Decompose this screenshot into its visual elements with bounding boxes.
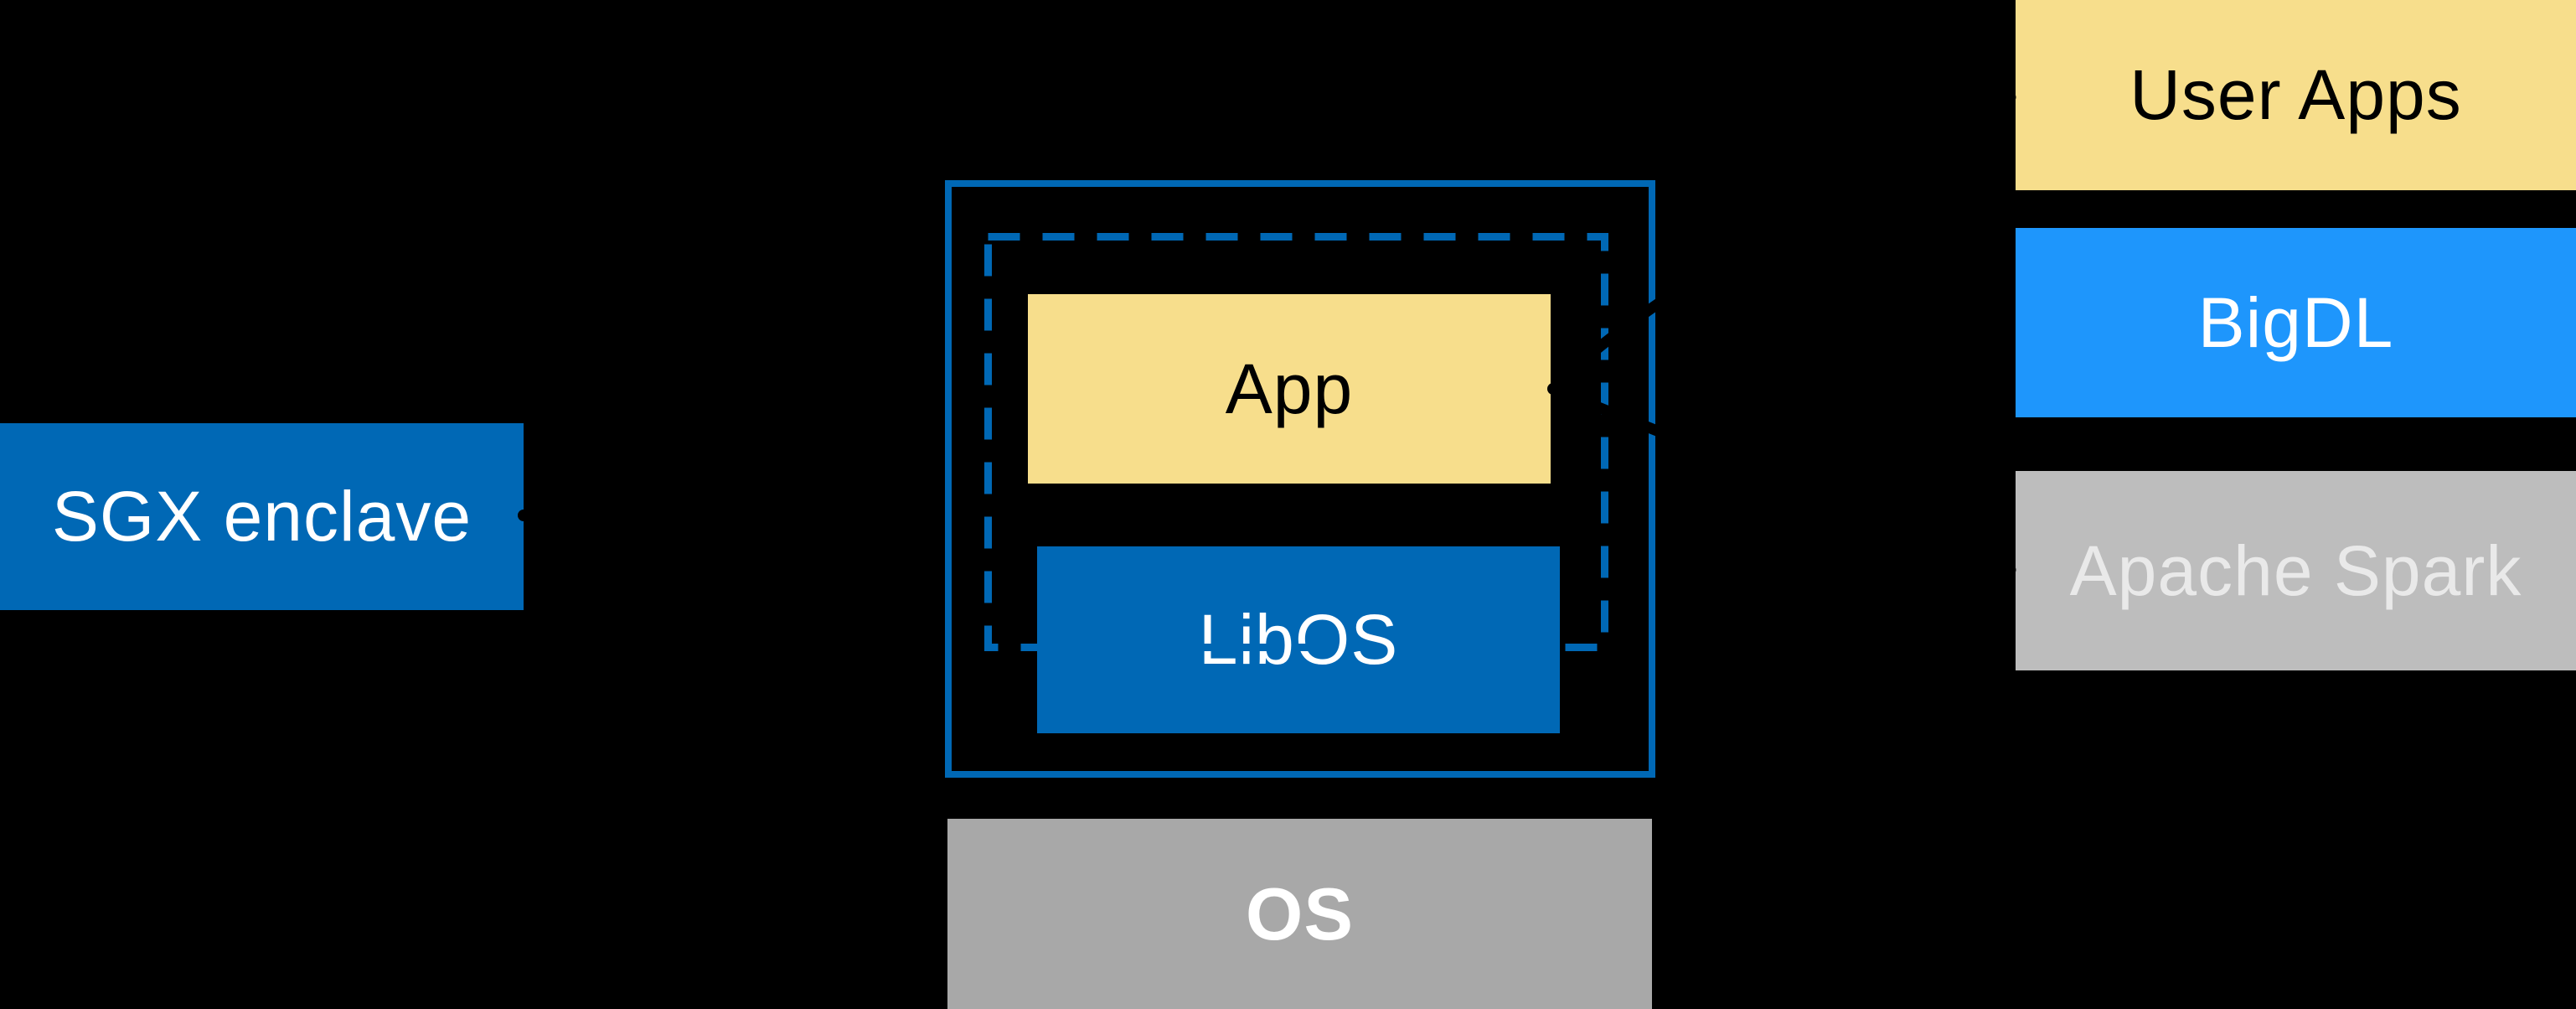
sgx-enclave-label: SGX enclave xyxy=(51,477,472,556)
user-apps-label: User Apps xyxy=(2129,55,2462,134)
apache-spark-box: Apache Spark xyxy=(2016,471,2576,670)
libos-label: LibOS xyxy=(1198,600,1399,679)
bigdl-label: BigDL xyxy=(2197,282,2394,362)
apache-spark-label: Apache Spark xyxy=(2069,530,2522,610)
app-label: App xyxy=(1225,349,1354,428)
os-box: OS xyxy=(947,819,1652,1009)
user-apps-box: User Apps xyxy=(2016,0,2576,190)
os-label: OS xyxy=(1245,872,1355,955)
app-box: App xyxy=(1028,294,1551,484)
sgx-enclave-label-box: SGX enclave xyxy=(0,423,524,610)
libos-box: LibOS xyxy=(1037,546,1560,733)
bigdl-box: BigDL xyxy=(2016,228,2576,417)
